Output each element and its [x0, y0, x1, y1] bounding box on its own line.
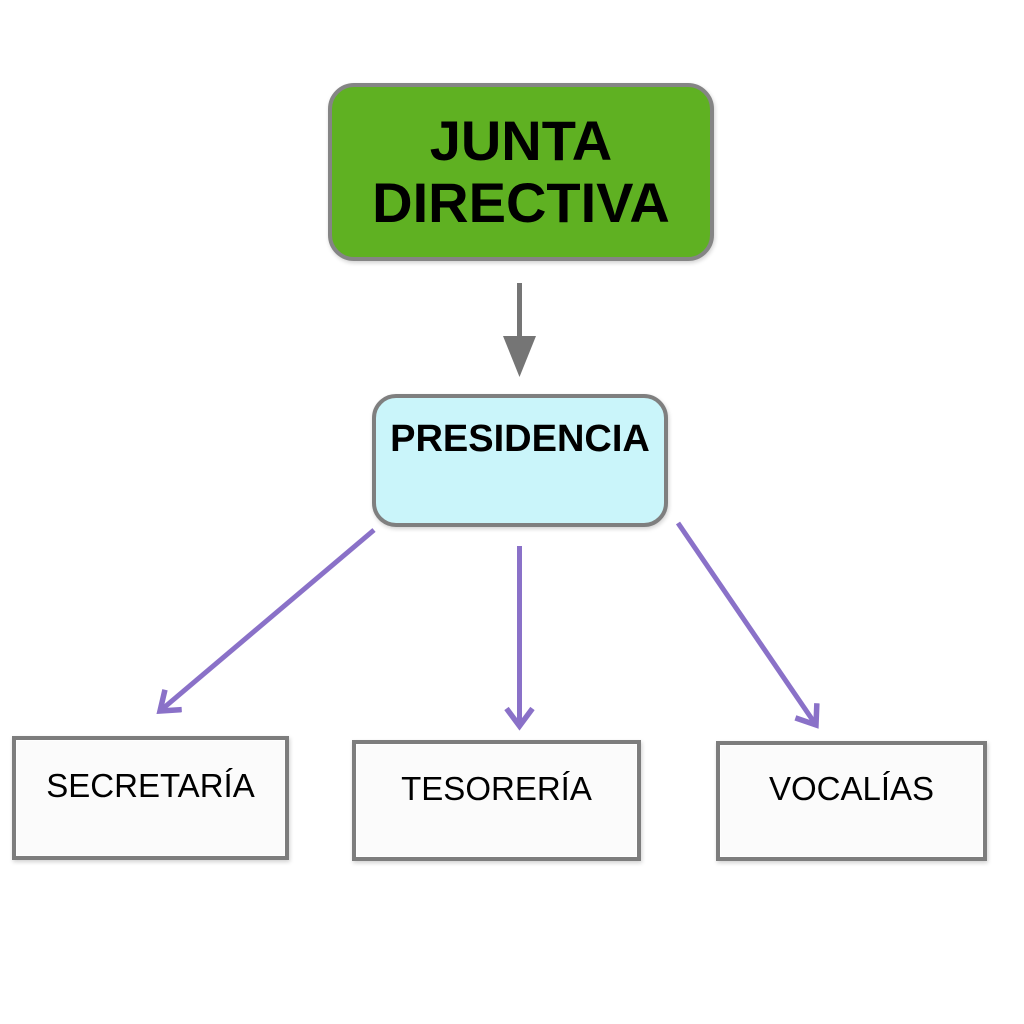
node-vocalias-label: VOCALÍAS [768, 770, 935, 807]
node-secretaria: SECRETARÍA [12, 736, 289, 860]
node-presidencia: PRESIDENCIA [372, 394, 668, 527]
connector-presidencia-to-vocalias [675, 521, 816, 725]
node-junta-directiva: JUNTA DIRECTIVA [328, 83, 714, 261]
node-vocalias: VOCALÍAS [716, 741, 987, 861]
connector-presidencia-to-secretaria [160, 528, 376, 711]
node-tesoreria-label: TESORERÍA [401, 769, 592, 807]
node-junta-directiva-label: JUNTA DIRECTIVA [372, 109, 670, 234]
node-presidencia-label: PRESIDENCIA [390, 418, 650, 460]
connector-junta-to-presidencia [503, 283, 536, 377]
node-secretaria-label: SECRETARÍA [46, 767, 255, 804]
node-tesoreria: TESORERÍA [352, 740, 641, 861]
